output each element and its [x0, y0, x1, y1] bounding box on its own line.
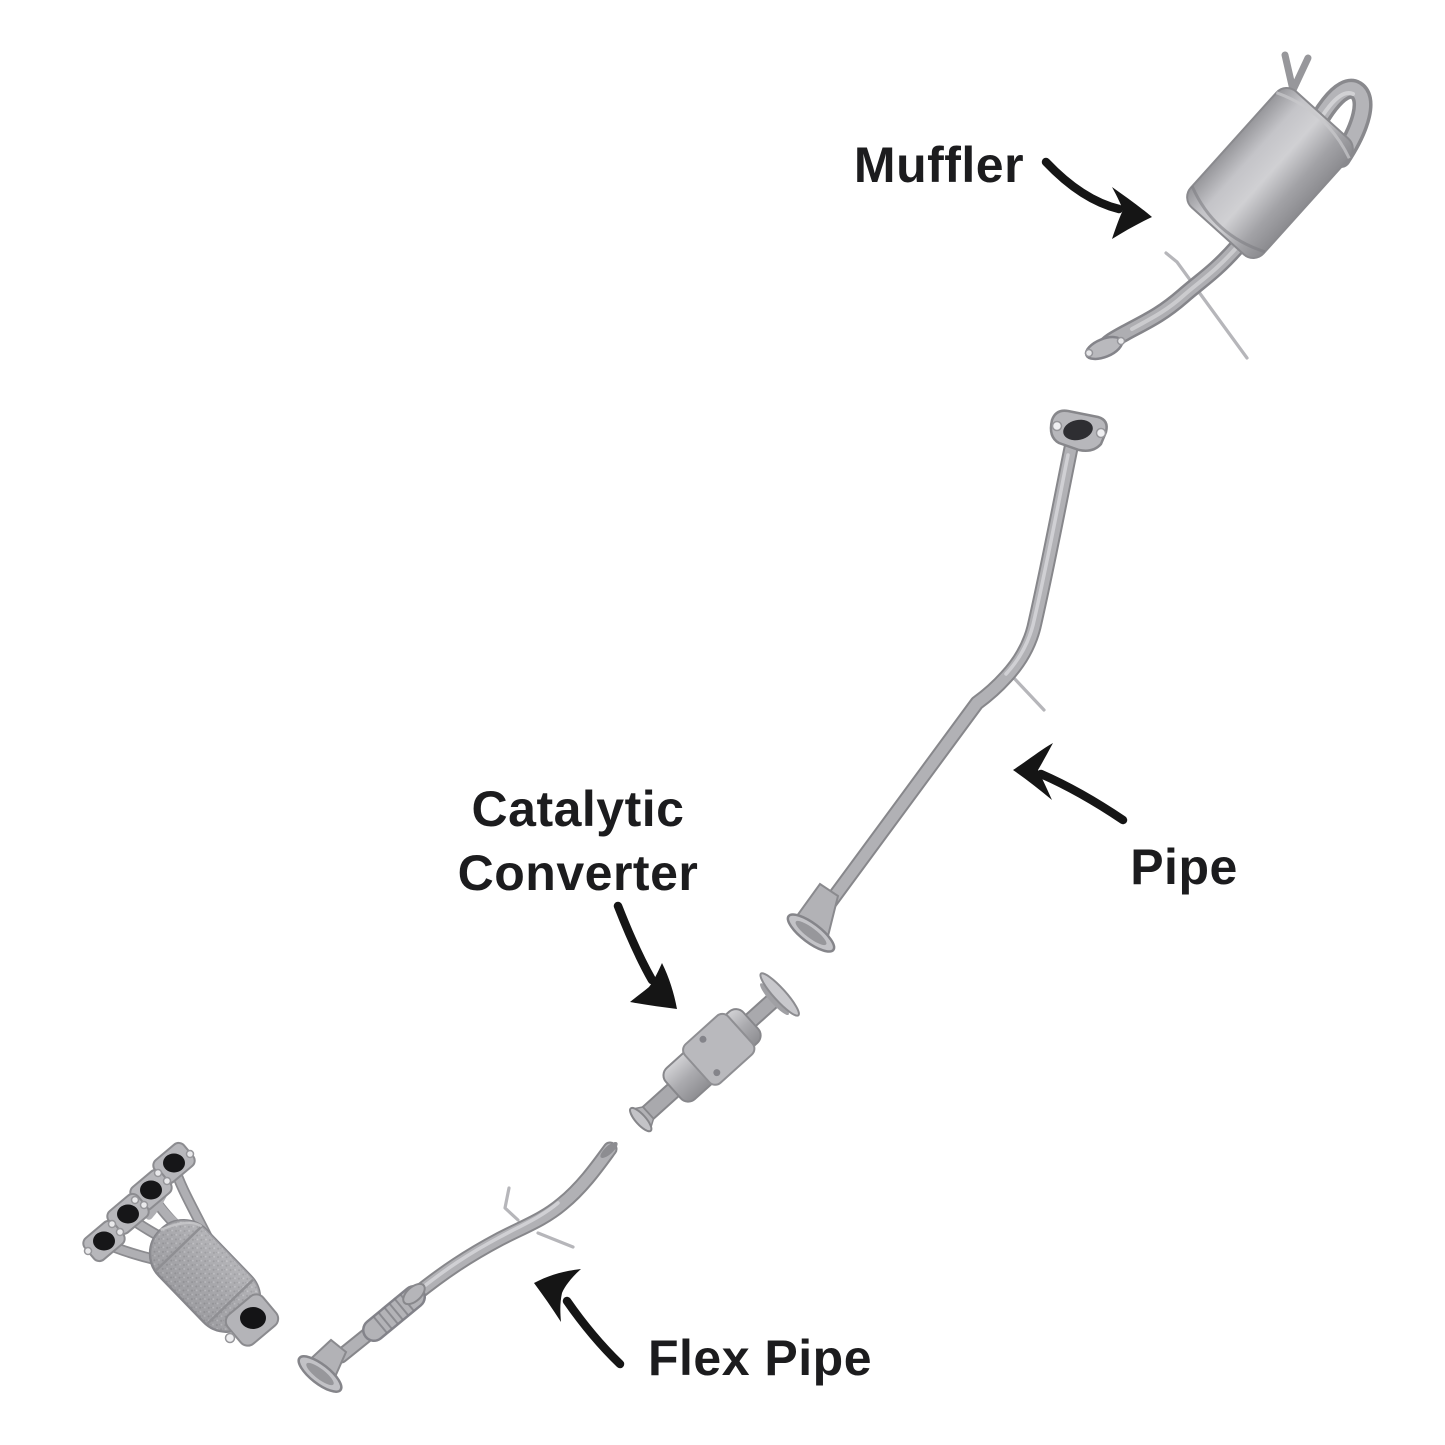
muffler-inlet-flange: [1084, 335, 1124, 361]
pipe-tube-core: [820, 442, 1077, 914]
flex-pipe-bell-mouth-inner: [306, 1362, 334, 1386]
muffler-part: [1084, 51, 1373, 361]
cat-inlet-mouth: [629, 1106, 653, 1133]
manifold-flange-bolt-hole: [224, 1332, 236, 1344]
label-pipe: Pipe: [1130, 839, 1238, 895]
flex-pipe-hanger-rods: [503, 1186, 575, 1249]
flex-pipe-end-cut: [600, 1142, 618, 1158]
cat-body-shell: [682, 1012, 756, 1086]
cat-weld-nub: [699, 1035, 707, 1043]
flex-pipe-tube-highlight: [416, 1201, 560, 1293]
cat-weld-nub: [713, 1069, 721, 1077]
catalytic-converter-part: [629, 972, 800, 1133]
label-muffler: Muffler: [853, 137, 1025, 193]
pipe-flange-bolt-hole: [1051, 420, 1063, 432]
label-catalytic-converter: Catalytic Converter: [458, 777, 699, 905]
pipe-part: [786, 409, 1108, 953]
pipe-flange-bolt-hole: [1095, 427, 1107, 439]
muffler-flange-bolt-hole: [1116, 336, 1126, 346]
label-catalytic-line1: Catalytic: [471, 781, 685, 837]
muffler-hanger-rod: [1164, 251, 1249, 360]
pipe-hanger-rod: [1010, 674, 1046, 712]
flex-pipe-part: [297, 1141, 618, 1393]
muffler-arrow: [1041, 157, 1152, 239]
muffler-body: [1186, 87, 1354, 259]
label-flex-pipe: Flex Pipe: [647, 1330, 873, 1386]
manifold-port-flanges: [82, 1141, 196, 1263]
muffler-inlet-pipe-highlight: [1130, 245, 1239, 331]
exhaust-manifold-part: [82, 1141, 280, 1347]
pipe-tube-highlight: [1004, 453, 1070, 676]
manifold-flange-opening: [240, 1307, 266, 1329]
cat-outlet-flange: [759, 972, 800, 1017]
label-catalytic-line2: Converter: [457, 845, 699, 901]
muffler-flange-bolt-hole: [1084, 348, 1094, 358]
pipe-tube: [818, 440, 1079, 916]
flex-pipe-collar: [402, 1282, 426, 1306]
pipe-arrow: [1013, 743, 1128, 825]
catalytic-converter-arrow: [613, 901, 677, 1009]
pipe-flange-opening: [1063, 419, 1093, 441]
pipe-flare-mouth-inner: [795, 920, 827, 946]
flex-pipe-arrow: [534, 1269, 625, 1369]
